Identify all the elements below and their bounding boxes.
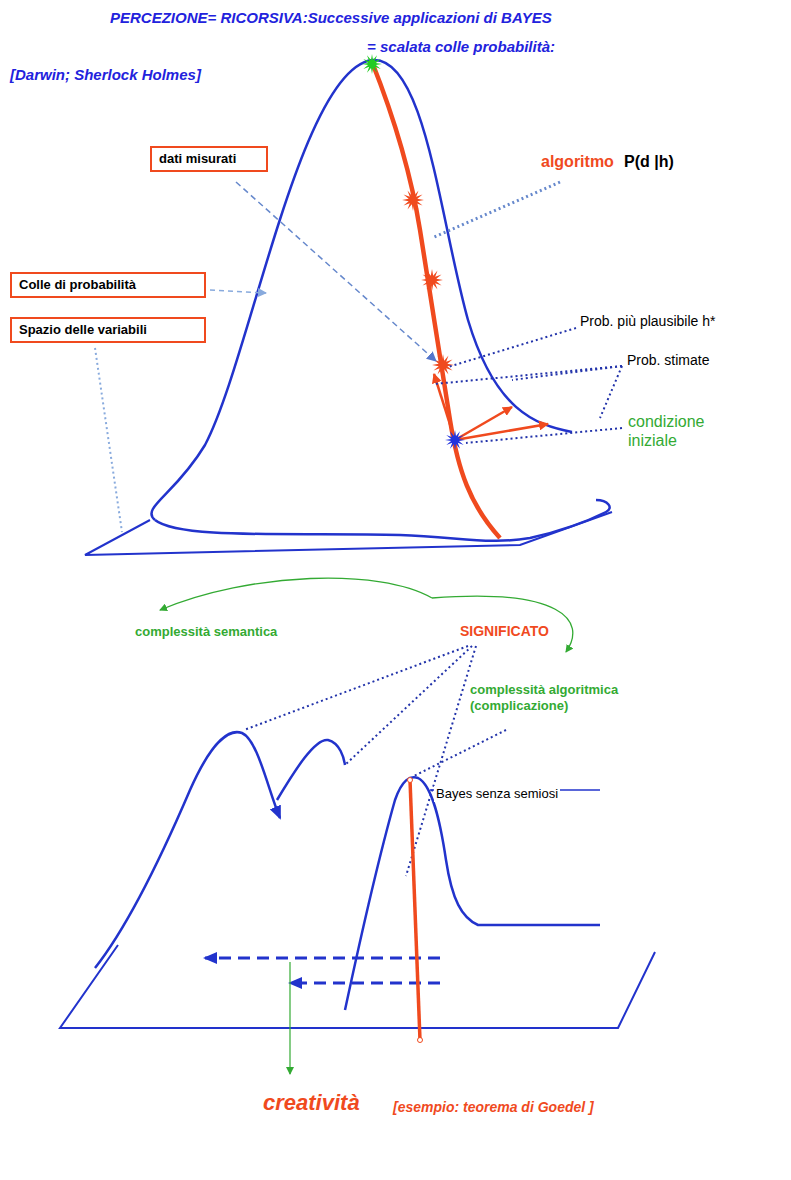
annotation: Bayes senza semiosi bbox=[434, 786, 560, 802]
callout-box: Colle di probabilità bbox=[10, 272, 206, 298]
leader-line bbox=[512, 366, 622, 380]
semantic-arc bbox=[432, 596, 573, 652]
creativity-pointer bbox=[289, 962, 290, 1074]
estimate-star bbox=[432, 354, 454, 376]
box-label: Spazio delle variabili bbox=[19, 322, 197, 338]
estimate-star bbox=[402, 189, 424, 211]
concept-label: complessità semantica bbox=[135, 624, 277, 640]
algorithm-label: algoritmo bbox=[541, 152, 614, 171]
bayes-path bbox=[410, 780, 420, 1040]
leader-line bbox=[210, 290, 266, 293]
star-group bbox=[362, 54, 465, 450]
box-label: Colle di probabilità bbox=[19, 277, 197, 293]
estimate-star bbox=[445, 430, 465, 450]
semantic-arc bbox=[160, 578, 432, 610]
meaning-peak bbox=[95, 732, 280, 968]
likelihood-label: P(d |h) bbox=[624, 152, 674, 171]
leader-line bbox=[244, 646, 468, 730]
leader-line bbox=[414, 730, 506, 776]
leader-line bbox=[434, 366, 622, 384]
probability-hill bbox=[151, 60, 572, 520]
leader-line bbox=[448, 328, 576, 367]
leader-line bbox=[406, 646, 476, 876]
variable-plane bbox=[60, 945, 655, 1028]
callout-box: dati misurati bbox=[150, 146, 268, 172]
leader-line bbox=[432, 182, 560, 238]
estimate-star bbox=[362, 54, 382, 74]
annotation: Prob. più plausibile h* bbox=[580, 313, 715, 330]
small-peak bbox=[345, 777, 600, 1010]
leader-line bbox=[236, 182, 436, 361]
estimate-arrow bbox=[455, 424, 548, 440]
annotation: Prob. stimate bbox=[627, 352, 709, 369]
meaning-peak bbox=[277, 740, 345, 800]
path-end bbox=[418, 1038, 423, 1043]
leader-line bbox=[95, 348, 122, 532]
leader-line bbox=[466, 428, 622, 443]
concept-label: complessità algoritmica (complicazione) bbox=[470, 682, 648, 713]
callout-box: Spazio delle variabili bbox=[10, 317, 206, 343]
climb-path bbox=[372, 62, 500, 538]
title: PERCEZIONE= RICORSIVA:Successive applica… bbox=[110, 4, 555, 61]
subtitle-note: [Darwin; Sherlock Holmes] bbox=[10, 66, 201, 84]
annotation: condizione iniziale bbox=[628, 412, 738, 450]
concept-label: SIGNIFICATO bbox=[460, 623, 549, 640]
leader-line bbox=[600, 366, 622, 418]
example-note: [esempio: teorema di Goedel ] bbox=[393, 1099, 594, 1116]
creative-jump bbox=[205, 957, 440, 960]
concept-label: creatività bbox=[263, 1090, 360, 1116]
path-end bbox=[408, 778, 413, 783]
estimate-star bbox=[421, 269, 443, 291]
hill-base bbox=[155, 500, 610, 541]
box-label: dati misurati bbox=[159, 151, 259, 167]
leader-line bbox=[346, 646, 472, 764]
